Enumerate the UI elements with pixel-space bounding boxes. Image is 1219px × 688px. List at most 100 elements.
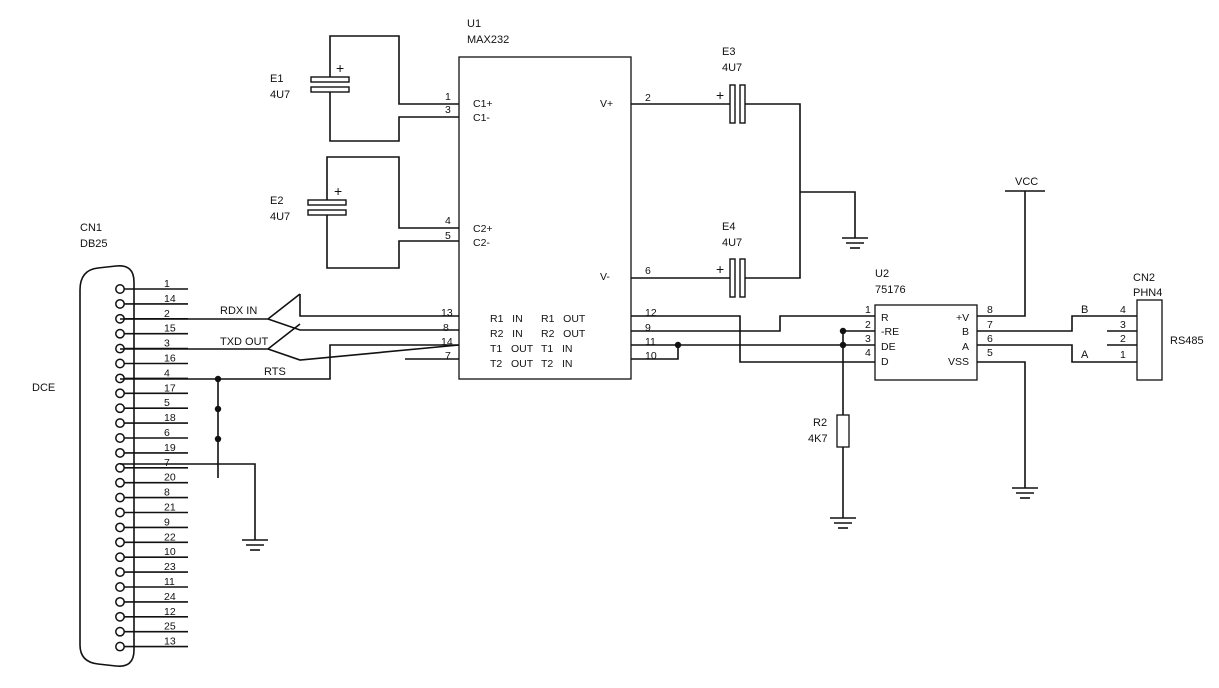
u2-pin-num: 4	[865, 347, 871, 359]
u2-body	[874, 304, 978, 381]
cn2-body	[1136, 299, 1163, 381]
db25-pin-hole	[115, 433, 125, 443]
db25-pin-hole	[115, 388, 125, 399]
db25-pin-num: 5	[164, 397, 170, 409]
wire	[120, 463, 256, 540]
cn1-side-label: DCE	[32, 382, 55, 394]
net-label-rdx-in: RDX IN	[220, 305, 257, 317]
db25-pin-num: 12	[164, 606, 176, 618]
db25-pin-num: 11	[164, 576, 175, 588]
u2-pin-num: 6	[987, 333, 993, 345]
cn2-pin-num: 2	[1120, 333, 1126, 345]
cn2-pin-num: 1	[1120, 349, 1126, 361]
u2-pin-num: 2	[865, 319, 871, 331]
u2-pin-name: VSS	[948, 356, 969, 368]
u1-pin-num: 14	[441, 336, 453, 348]
u2-pin-num: 5	[987, 347, 993, 359]
db25-pin-num: 24	[164, 591, 176, 603]
u1-pin-name: T1 IN	[541, 343, 573, 355]
db25-pin-num: 23	[164, 561, 176, 573]
db25-pin-hole	[115, 447, 125, 458]
db25-pin-hole	[115, 418, 125, 429]
db25-pin-hole	[115, 328, 125, 339]
db25-pin-hole	[115, 298, 125, 309]
db25-pin-hole	[115, 492, 125, 503]
db25-pin-hole	[115, 626, 125, 637]
u1-max232: U1 MAX232 1 C1+ 3 C1- 4 C2+ 5 C2- 13 R1 …	[441, 18, 657, 380]
u2-pin-name: R	[881, 312, 889, 324]
u1-pin-num: 5	[445, 230, 451, 242]
u2-pin-num: 8	[987, 304, 993, 316]
net-label-b: B	[1081, 304, 1088, 316]
u1-pin-num: 1	[445, 91, 451, 103]
u1-pin-name: T2 IN	[541, 358, 573, 370]
e1-value: 4U7	[270, 89, 290, 101]
u1-pin-num: 11	[645, 336, 656, 348]
e1-ref: E1	[270, 73, 283, 85]
e2-plate-pos	[307, 199, 347, 206]
wire	[267, 344, 460, 361]
u1-pin-name: C1+	[473, 98, 493, 110]
wire	[120, 344, 459, 380]
u2-pin-num: 3	[865, 333, 871, 345]
net-label-a: A	[1081, 349, 1089, 361]
db25-pin-num: 16	[164, 353, 176, 365]
cn2-pin-num: 3	[1120, 319, 1126, 331]
e3-value: 4U7	[722, 62, 742, 74]
db25-pin-num: 13	[164, 636, 176, 648]
db25-pin-hole	[115, 596, 125, 607]
u2-value: 75176	[875, 284, 906, 296]
u1-pin-name: C1-	[473, 112, 490, 124]
wire	[299, 294, 459, 317]
e4-ref: E4	[722, 221, 735, 233]
r2-ref: R2	[813, 417, 827, 429]
db25-pin-hole	[115, 611, 125, 622]
capacitor-e1: E1 4U7 +	[270, 35, 459, 142]
u2-pin-name: -RE	[881, 326, 899, 338]
u1-pin-name: T2 OUT	[490, 358, 534, 370]
db25-pin-hole	[115, 567, 125, 578]
cn2-bus-label: RS485	[1170, 335, 1204, 347]
wire	[329, 35, 459, 105]
e1-plate-neg	[310, 86, 350, 93]
polarity-mark: +	[716, 261, 724, 277]
db25-pin-num: 22	[164, 531, 176, 543]
u1-body	[458, 56, 632, 380]
u1-pin-name: R1 IN	[490, 313, 523, 325]
db25-pin-hole	[115, 403, 125, 414]
u2-pin-name: DE	[881, 341, 896, 353]
db25-pin-num: 18	[164, 412, 176, 424]
r2-body	[836, 414, 850, 448]
cn2-pin-num: 4	[1120, 304, 1126, 316]
wire	[745, 103, 801, 279]
u1-pin-name: V+	[600, 98, 613, 110]
e3-ref: E3	[722, 46, 735, 58]
u1-pin-name: T1 OUT	[490, 343, 534, 355]
junction-dot	[214, 435, 222, 443]
db25-pin-num: 20	[164, 472, 176, 484]
ground-symbol	[842, 237, 868, 249]
db25-pin-num: 4	[164, 367, 170, 379]
ground-symbol	[242, 539, 268, 551]
ground-symbol	[830, 517, 856, 529]
capacitor-e4: E4 4U7 +	[631, 221, 746, 298]
cn2-phn4: CN2 PHN4 RS485 4 3 2 1	[1107, 272, 1204, 381]
wire	[120, 293, 301, 320]
db25-pin-num: 14	[164, 293, 176, 305]
db25-pin-hole	[115, 462, 125, 473]
db25-pins: 1142153164175186197208219221023112412251…	[115, 278, 188, 652]
wire	[977, 344, 1137, 363]
net-label-rts: RTS	[264, 366, 286, 378]
db25-pin-num: 21	[164, 502, 176, 514]
wire	[120, 323, 301, 350]
e4-value: 4U7	[722, 237, 742, 249]
db25-pin-num: 2	[164, 308, 170, 320]
cn2-ref: CN2	[1133, 272, 1155, 284]
wire	[977, 191, 1026, 317]
cn1-value: DB25	[80, 238, 108, 250]
cn2-value: PHN4	[1133, 287, 1162, 299]
u1-pin-num: 13	[441, 307, 453, 319]
wire	[977, 361, 1026, 488]
u1-pin-num: 12	[645, 307, 657, 319]
